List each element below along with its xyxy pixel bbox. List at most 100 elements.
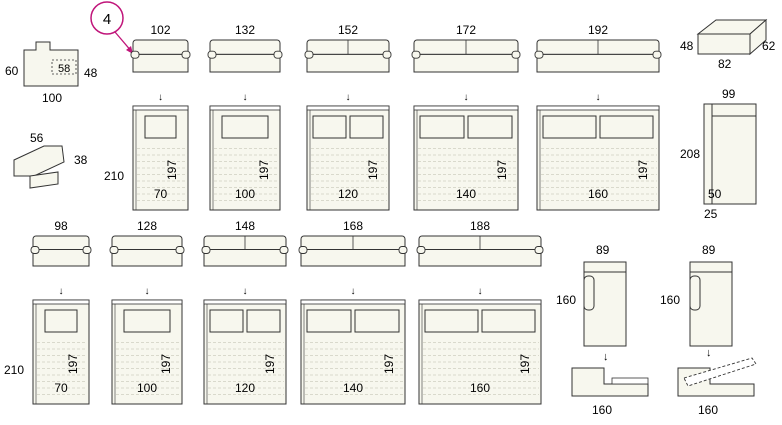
sofa-seat [413,53,519,73]
sofa-right-arm [511,50,521,59]
bed-pillow-left [419,115,465,139]
corner-unit-2-arrow: ↓ [706,347,712,359]
mattress-width-label: 100 [137,381,157,395]
row-2-sofa-beds: 98↓70197128↓100197148↓120197168↓14019718… [30,219,544,405]
bed-pillow-left [424,309,479,333]
sofa-left-arm [130,50,140,59]
armrest-inner: 58 [58,63,70,75]
bed-backrest [300,299,406,305]
sofa-width-label: 152 [338,23,358,37]
callout-marker: 4 [90,1,133,54]
open-arrow: ↓ [351,286,356,297]
sofa-left-arm [109,246,119,254]
pouf-depth: 62 [762,39,776,53]
sofa-left-arm [298,246,308,254]
open-arrow: ↓ [478,286,483,297]
open-arrow: ↓ [243,286,248,297]
pouf-height: 48 [680,39,694,53]
open-arrow: ↓ [464,92,469,103]
sofa-backrest [132,39,189,55]
sofa-right-arm [181,50,191,59]
bed-pillow [44,309,78,333]
chaise-plan: 99 208 50 25 [680,87,757,221]
mattress-width-label: 100 [235,187,255,201]
sofa-left-arm [201,246,211,254]
sofa-width-label: 102 [150,23,170,37]
armrest-seat-height: 48 [84,66,98,80]
mattress-width-label: 120 [235,381,255,395]
mattress-length-label: 197 [495,160,509,180]
bed-pillow-right [467,115,513,139]
sofa-width-label: 98 [54,219,68,233]
bed-pillow [123,309,171,333]
sofa-seat [111,249,183,267]
cushion-depth: 38 [74,153,88,167]
mattress-length-label: 197 [263,354,277,374]
sofa-left-arm [416,246,426,254]
mattress-width-label: 120 [338,187,358,201]
corner-unit-2-open-width: 160 [698,403,718,417]
bed-pillow-right [349,115,384,139]
sofa-width-label: 168 [343,219,363,233]
corner-unit-1-open-width: 160 [592,403,612,417]
armrest-outline [23,41,79,87]
corner-unit-1-arrow: ↓ [603,351,609,363]
row1-unit-4: 172 ↓ 140 197 [411,23,521,211]
bed-pillow-right [481,309,536,333]
mattress-length-label: 197 [159,354,173,374]
corner-unit-1-open-mattress [611,377,649,385]
row-1-sofa-beds: 102↓70197132↓100197152↓120197172↓1401971… [130,23,662,211]
bed-backrest [536,105,660,111]
bed-pillow-left [209,309,244,333]
bed-backrest [413,105,519,111]
sofa-backrest [111,235,183,250]
sofa-seat [306,53,390,73]
bed-backrest [209,105,281,111]
mattress-width-label: 160 [470,381,490,395]
open-arrow: ↓ [596,92,601,103]
sofa-right-arm [279,246,289,254]
bed-backrest [32,299,90,305]
bed-pillow [144,115,177,139]
mattress-width-label: 140 [456,187,476,201]
sofa-right-arm [398,246,408,254]
bed-backrest [203,299,287,305]
mattress-length-label: 197 [366,160,380,180]
callout-circle [90,1,124,35]
bed-pillow-right [246,309,281,333]
callout-number: 4 [103,11,111,28]
chaise-width: 99 [722,87,736,101]
sofa-seat [418,249,542,267]
corner-unit-2-cushion [689,275,701,311]
sofa-width-label: 188 [470,219,490,233]
cushion-view: 56 38 [13,131,88,189]
sofa-width-label: 128 [137,219,157,233]
pouf-width: 82 [718,57,732,71]
sofa-right-arm [382,50,392,59]
bed-pillow-left [312,115,347,139]
sofa-seat [203,249,287,267]
bed-pillow-right [354,309,400,333]
corner-unit-2-length: 160 [660,293,680,307]
sofa-right-arm [175,246,185,254]
pouf-view: 48 82 62 [680,18,776,71]
sofa-width-label: 172 [456,23,476,37]
mattress-length-label: 197 [257,160,271,180]
mattress-width-label: 160 [588,187,608,201]
sofa-left-arm [411,50,421,59]
sofa-width-label: 192 [588,23,608,37]
mattress-width-label: 70 [154,187,168,201]
mattress-length-label: 197 [382,354,396,374]
open-arrow: ↓ [145,286,150,297]
open-length-row2: 210 [4,363,24,377]
mattress-length-label: 197 [66,354,80,374]
sofa-left-arm [304,50,314,59]
cushion-outline [13,145,65,177]
corner-unit-2: 89 160 ↓ 160 [660,243,757,417]
bed-backrest [132,105,189,111]
cushion-base [29,171,59,189]
